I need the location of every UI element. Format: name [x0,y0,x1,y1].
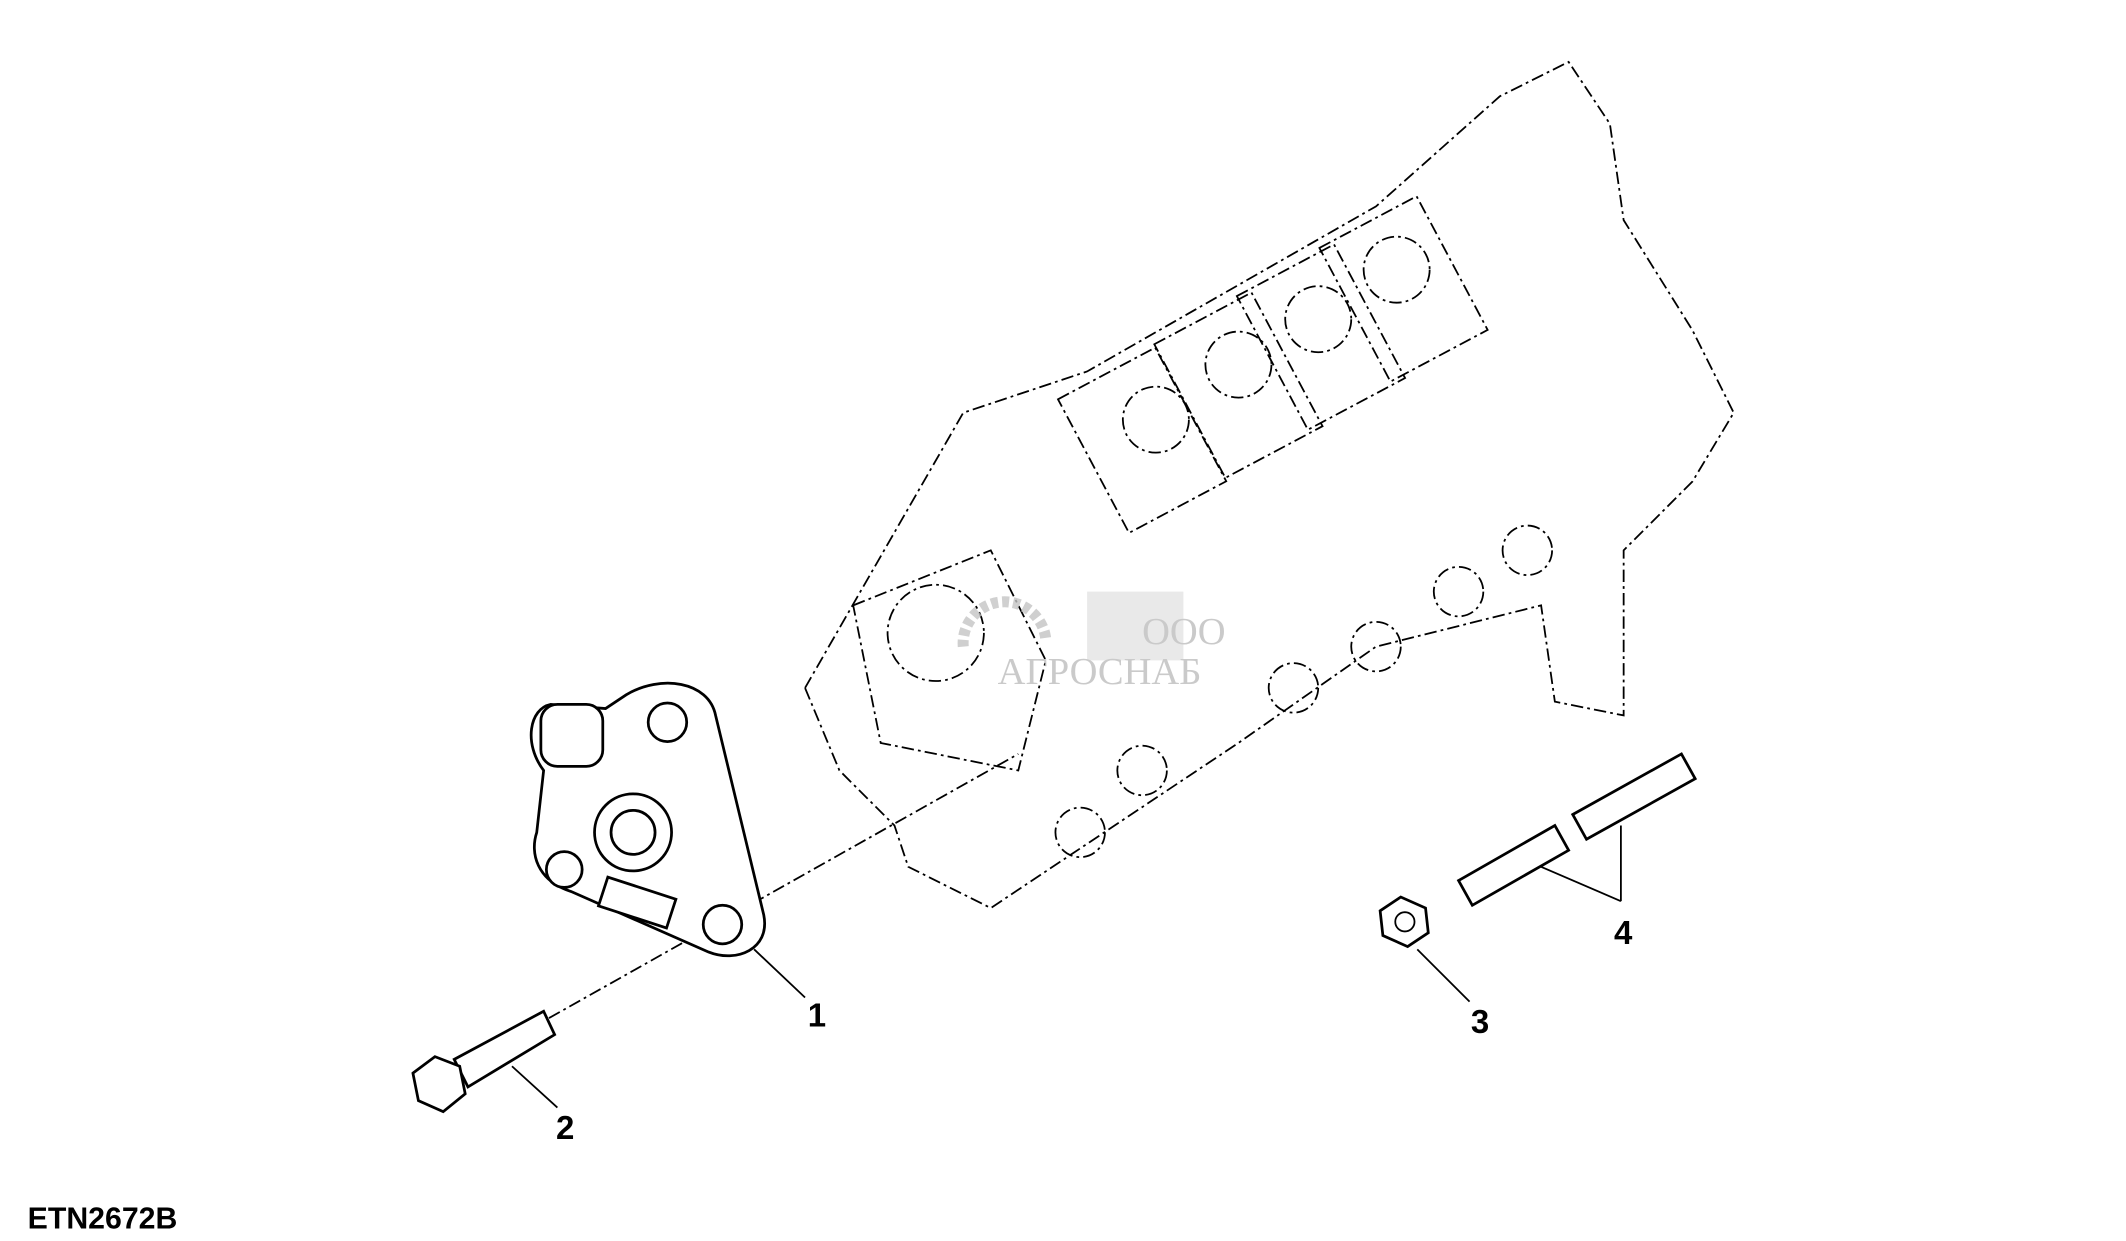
nut[interactable] [1378,895,1430,949]
svg-text:АГРОСНАБ: АГРОСНАБ [998,651,1202,693]
valve-assembly-phantom [804,60,1735,910]
flange-plate[interactable] [529,681,767,958]
callout-4: 4 [1614,914,1633,951]
studs[interactable] [1456,752,1698,908]
cap-screw[interactable] [411,1009,557,1114]
callout-3: 3 [1471,1003,1489,1040]
agrosnab-watermark-logo: ООО АГРОСНАБ [957,591,1226,693]
callout-2: 2 [556,1109,574,1146]
spool-sections [1054,195,1554,859]
svg-text:ООО: ООО [1142,611,1225,653]
callout-1: 1 [808,996,826,1033]
leader-lines [511,825,1622,1109]
figure-code: ETN2672B [28,1203,178,1236]
